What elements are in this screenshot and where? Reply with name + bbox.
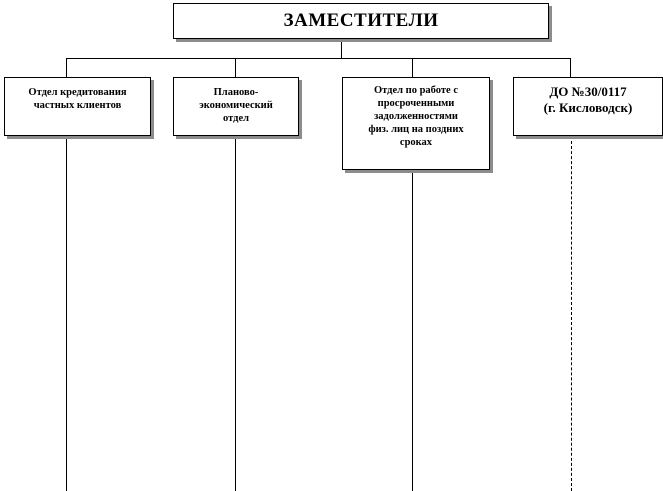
department-box-branch-kislovodsk: ДО №30/0117 (г. Кисловодск) <box>513 77 663 136</box>
department-4-dotted-line <box>571 136 572 491</box>
department-3-line <box>412 170 413 491</box>
connector-drop-3 <box>412 58 413 77</box>
department-label: Отдел кредитования частных клиентов <box>28 87 127 111</box>
deputies-box: ЗАМЕСТИТЕЛИ <box>173 3 549 39</box>
department-box-retail-lending: Отдел кредитования частных клиентов <box>4 77 151 136</box>
department-box-planning-economic: Планово- экономический отдел <box>173 77 299 136</box>
connector-vertical-top <box>341 39 342 58</box>
connector-drop-4 <box>570 58 571 77</box>
department-label: Отдел по работе с просроченными задолжен… <box>368 85 464 148</box>
department-box-overdue-debts: Отдел по работе с просроченными задолжен… <box>342 77 490 170</box>
deputies-title: ЗАМЕСТИТЕЛИ <box>283 10 439 31</box>
connector-drop-2 <box>235 58 236 77</box>
department-1-line <box>66 136 67 491</box>
department-label: Планово- экономический отдел <box>199 87 273 124</box>
connector-drop-1 <box>66 58 67 77</box>
department-2-line <box>235 136 236 491</box>
department-label: ДО №30/0117 (г. Кисловодск) <box>543 84 633 115</box>
connector-horizontal-bar <box>66 58 571 59</box>
